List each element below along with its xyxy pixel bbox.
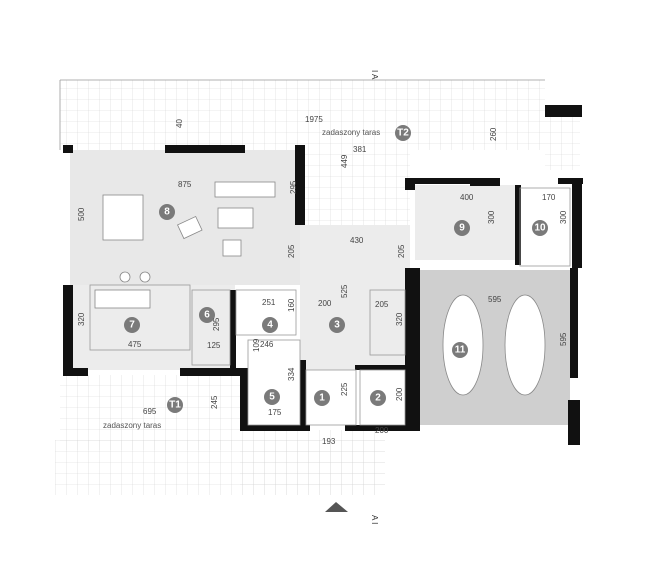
svg-text:200: 200: [318, 299, 332, 308]
svg-text:109: 109: [252, 338, 261, 352]
top-terrace-label: zadaszony taras: [322, 128, 380, 137]
garage-floor: [420, 270, 570, 425]
svg-text:875: 875: [178, 180, 192, 189]
svg-text:5: 5: [269, 392, 275, 403]
hall-floor: [300, 225, 410, 370]
room-badge-4: 4: [262, 317, 278, 333]
room-badge-8: 8: [159, 204, 175, 220]
svg-text:200: 200: [395, 387, 404, 401]
svg-text:381: 381: [353, 145, 367, 154]
svg-text:260: 260: [489, 127, 498, 141]
bottom-terrace: [60, 375, 240, 450]
svg-text:160: 160: [287, 298, 296, 312]
walls: [63, 105, 583, 445]
svg-text:125: 125: [207, 341, 221, 350]
svg-text:300: 300: [487, 210, 496, 224]
svg-text:205: 205: [397, 244, 406, 258]
room-badge-7: 7: [124, 317, 140, 333]
svg-text:1975: 1975: [305, 115, 323, 124]
terrace-badge-t1: T1: [167, 397, 183, 413]
svg-text:595: 595: [488, 295, 502, 304]
entrance-terrace: [240, 430, 385, 495]
svg-text:475: 475: [128, 340, 142, 349]
svg-text:9: 9: [459, 223, 465, 234]
svg-text:595: 595: [559, 332, 568, 346]
room-badge-3: 3: [329, 317, 345, 333]
svg-text:6: 6: [204, 310, 210, 321]
svg-text:449: 449: [340, 154, 349, 168]
svg-text:246: 246: [260, 340, 274, 349]
svg-text:245: 245: [210, 395, 219, 409]
svg-text:8: 8: [164, 207, 170, 218]
svg-text:11: 11: [455, 345, 466, 356]
terrace-badge-t2: T2: [395, 125, 411, 141]
svg-text:T1: T1: [169, 400, 181, 411]
svg-text:320: 320: [77, 312, 86, 326]
svg-text:400: 400: [460, 193, 474, 202]
svg-text:300: 300: [559, 210, 568, 224]
svg-text:200: 200: [375, 426, 389, 435]
room-badge-5: 5: [264, 389, 280, 405]
room-badge-9: 9: [454, 220, 470, 236]
svg-text:500: 500: [77, 207, 86, 221]
room-badge-2: 2: [370, 390, 386, 406]
interior-lines: [59, 79, 571, 426]
svg-text:205: 205: [287, 244, 296, 258]
svg-text:7: 7: [129, 320, 135, 331]
svg-text:193: 193: [322, 437, 336, 446]
svg-text:295: 295: [289, 180, 298, 194]
svg-text:175: 175: [268, 408, 282, 417]
svg-text:251: 251: [262, 298, 276, 307]
svg-text:170: 170: [542, 193, 556, 202]
svg-text:4: 4: [267, 320, 273, 331]
bottom-terrace-label: zadaszony taras: [103, 421, 161, 430]
top-terrace-right: [300, 150, 410, 225]
svg-text:225: 225: [340, 382, 349, 396]
svg-text:3: 3: [334, 320, 340, 331]
svg-text:525: 525: [340, 284, 349, 298]
svg-text:430: 430: [350, 236, 364, 245]
entrance-arrow: [325, 502, 348, 512]
svg-text:2: 2: [375, 393, 381, 404]
svg-text:40: 40: [175, 119, 184, 128]
room-badge-10: 10: [532, 220, 548, 236]
svg-text:T2: T2: [397, 128, 409, 139]
svg-text:10: 10: [534, 223, 546, 234]
svg-text:1: 1: [319, 393, 325, 404]
top-terrace: [60, 80, 545, 150]
right-terrace-strip: [545, 110, 580, 170]
svg-text:334: 334: [287, 367, 296, 381]
section-mark-bottom: A I: [370, 515, 379, 524]
dimension-labels: 1975 40 381 449 260 875 295 500 430 205 …: [77, 115, 568, 446]
svg-text:695: 695: [143, 407, 157, 416]
svg-text:205: 205: [375, 300, 389, 309]
room-badge-11: 11: [452, 342, 468, 358]
room-badge-6: 6: [199, 307, 215, 323]
section-mark-top: I A: [370, 70, 379, 80]
svg-text:295: 295: [212, 317, 221, 331]
room-badge-1: 1: [314, 390, 330, 406]
svg-text:320: 320: [395, 312, 404, 326]
